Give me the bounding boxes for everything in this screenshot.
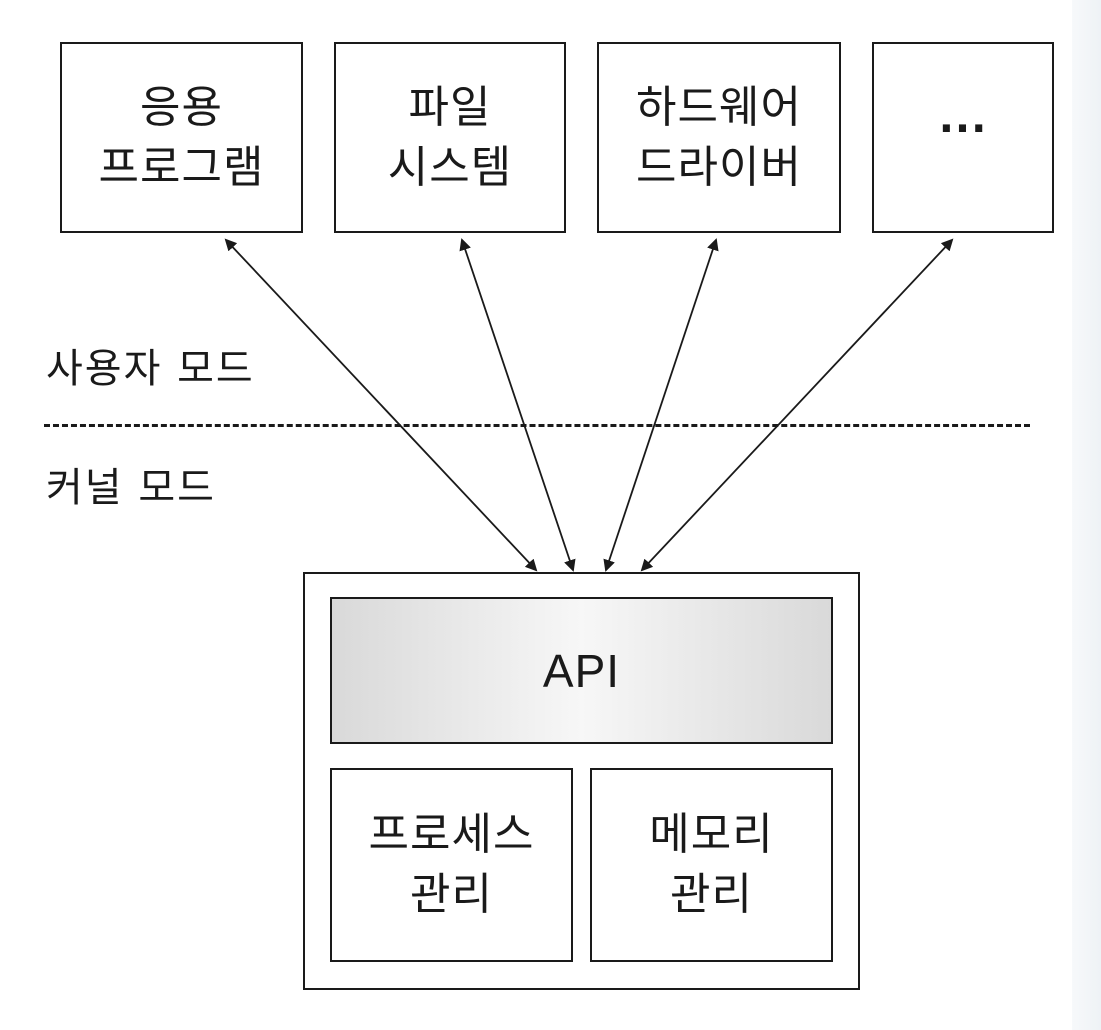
arrow-other-components-api (640, 238, 954, 572)
arrow-application-api (224, 238, 538, 572)
memory-management-box: 메모리 관리 (590, 768, 833, 962)
api-box: API (330, 597, 833, 744)
memory-management-label-line2: 관리 (670, 869, 753, 920)
process-management-label-line1: 프로세스 (368, 809, 535, 860)
api-label: API (542, 644, 621, 697)
ellipsis-label: ... (938, 95, 988, 142)
kernel-mode-label: 커널 모드 (46, 465, 216, 511)
file-system-label-line2: 시스템 (387, 141, 513, 193)
file-system-label-line1: 파일 (408, 81, 492, 133)
hardware-driver-label-line2: 드라이버 (636, 141, 802, 193)
process-management-label-line2: 관리 (410, 869, 493, 920)
other-components-box: ... (872, 42, 1054, 233)
right-edge-strip (1072, 0, 1101, 1030)
process-management-box: 프로세스 관리 (330, 768, 573, 962)
application-label-line2: 프로그램 (98, 141, 265, 193)
application-label-line1: 응용 (140, 81, 223, 133)
hardware-driver-label-line1: 하드웨어 (636, 81, 802, 133)
user-mode-label: 사용자 모드 (46, 346, 255, 392)
hardware-driver-box: 하드웨어 드라이버 (597, 42, 841, 233)
memory-management-label-line1: 메모리 (649, 809, 774, 860)
arrow-file-system-api (459, 238, 576, 572)
application-box: 응용 프로그램 (60, 42, 303, 233)
arrow-hardware-driver-api (603, 238, 719, 572)
file-system-box: 파일 시스템 (334, 42, 566, 233)
